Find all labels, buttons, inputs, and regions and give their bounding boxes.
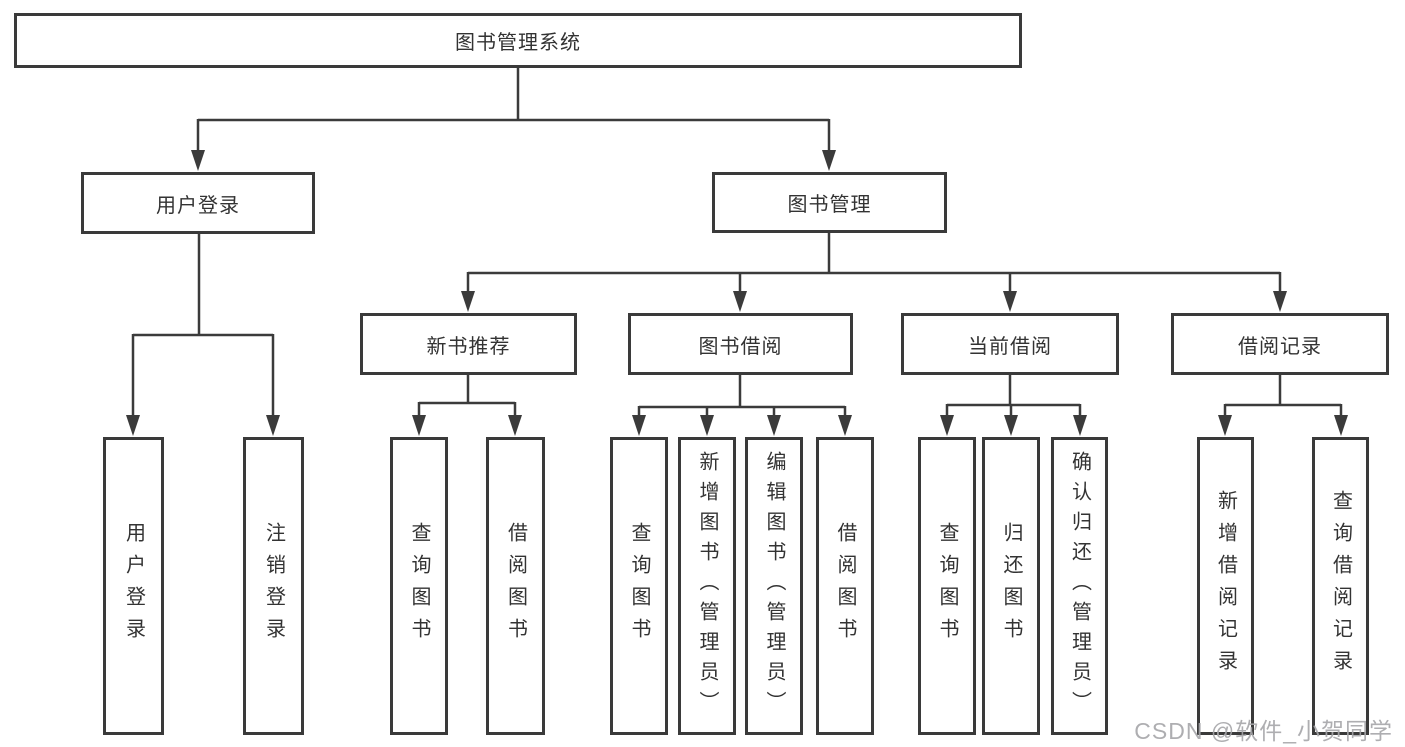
node-new-book-recommend: 新书推荐 [360,313,577,375]
connector-borrow-records-group [1218,375,1348,436]
connector-line [196,67,831,153]
leaf-nb-borrow-book: 借阅图书 [486,437,545,735]
leaf-bb-edit-book-admin: 编辑图书（管理员） [745,437,803,735]
leaf-nb-query-book: 查询图书 [390,437,448,735]
leaf-label: 查询图书 [936,522,958,650]
arrowhead-icon [266,415,280,436]
connector-book-management-group [461,233,1287,312]
node-label: 当前借阅 [968,335,1052,358]
arrowhead-icon [461,291,475,312]
node-current-borrow: 当前借阅 [901,313,1119,375]
leaf-cb-query-book: 查询图书 [918,437,976,735]
node-label: 用户登录 [156,194,240,217]
leaf-label: 查询借阅记录 [1329,490,1352,682]
arrowhead-icon [1004,415,1018,436]
connector-line [1223,375,1343,418]
leaf-label: 查询图书 [408,522,430,650]
leaf-user-login: 用户登录 [103,437,164,735]
arrowhead-icon [632,415,646,436]
leaf-br-query-record: 查询借阅记录 [1312,437,1369,735]
arrowhead-icon [733,291,747,312]
connector-user-login-group [126,233,280,436]
arrowhead-icon [1073,415,1087,436]
node-label: 图书管理 [787,194,872,216]
node-user-login: 用户登录 [81,172,315,234]
node-label: 借阅记录 [1238,335,1322,358]
leaf-bb-query-book: 查询图书 [610,437,668,735]
leaf-label: 确认归还（管理员） [1068,451,1091,721]
connector-line [417,375,517,418]
leaf-cb-return-book: 归还图书 [982,437,1040,735]
arrowhead-icon [508,415,522,436]
leaf-logout: 注销登录 [243,437,304,735]
arrowhead-icon [700,415,714,436]
leaf-label: 新增图书（管理员） [696,451,718,721]
arrowhead-icon [412,415,426,436]
node-book-borrow: 图书借阅 [628,313,853,375]
connector-line [945,375,1082,418]
leaf-label: 归还图书 [1000,522,1022,650]
connector-book-borrow-group [632,375,852,436]
leaf-cb-confirm-return-admin: 确认归还（管理员） [1051,437,1108,735]
leaf-label: 注销登录 [262,522,285,650]
node-root: 图书管理系统 [14,13,1022,68]
connector-current-borrow-group [940,375,1087,436]
connector-line [637,375,847,418]
node-root-label: 图书管理系统 [455,32,581,54]
arrowhead-icon [767,415,781,436]
arrowhead-icon [940,415,954,436]
arrowhead-icon [191,150,205,171]
connector-line [466,233,1282,294]
connector-new-book-recommend-group [412,375,522,436]
arrowhead-icon [1273,291,1287,312]
node-label: 图书借阅 [698,335,783,358]
connector-root-to-level2 [191,67,836,171]
arrowhead-icon [838,415,852,436]
arrowhead-icon [1218,415,1232,436]
leaf-label: 用户登录 [122,522,145,650]
leaf-label: 借阅图书 [834,522,856,650]
leaf-bb-borrow-book: 借阅图书 [816,437,874,735]
connector-line [131,233,275,418]
leaf-label: 编辑图书（管理员） [763,451,785,721]
arrowhead-icon [126,415,140,436]
leaf-label: 新增借阅记录 [1214,490,1237,682]
arrowhead-icon [1003,291,1017,312]
node-borrow-records: 借阅记录 [1171,313,1389,375]
leaf-br-add-record: 新增借阅记录 [1197,437,1254,735]
arrowhead-icon [822,150,836,171]
leaf-label: 查询图书 [628,522,650,650]
leaf-label: 借阅图书 [504,522,527,650]
arrowhead-icon [1334,415,1348,436]
leaf-bb-add-book-admin: 新增图书（管理员） [678,437,736,735]
node-label: 新书推荐 [426,335,511,358]
node-book-management: 图书管理 [712,172,947,233]
